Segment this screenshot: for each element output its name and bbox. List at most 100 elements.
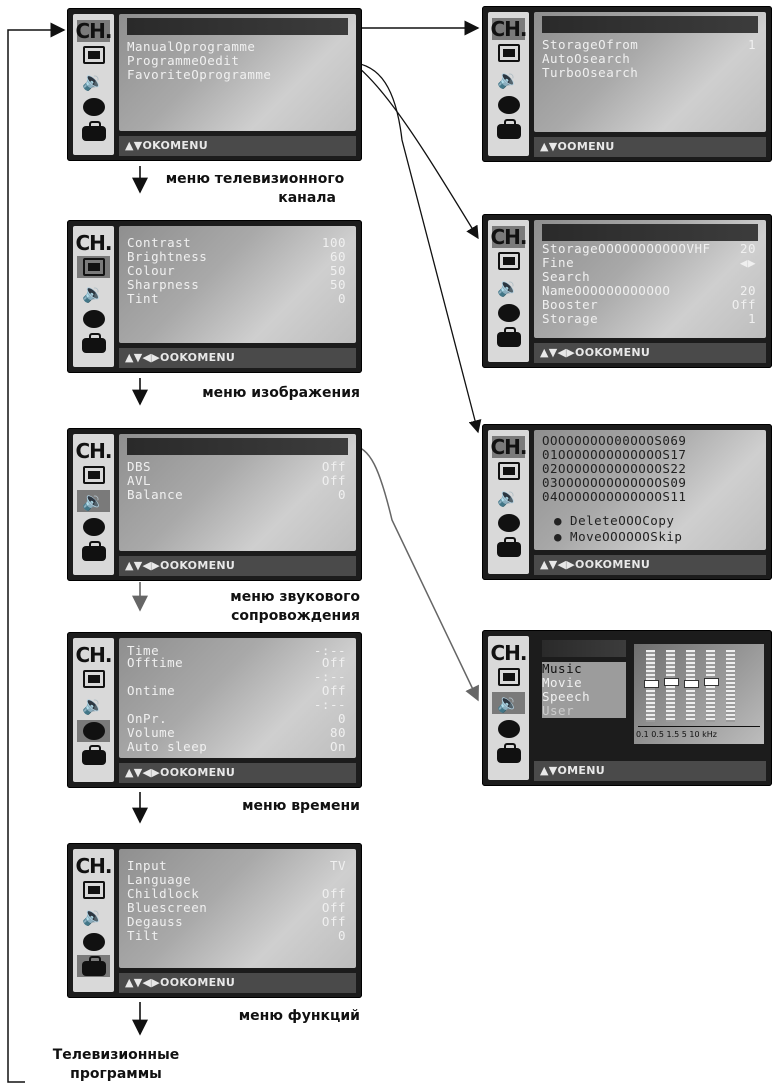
briefcase-icon[interactable] bbox=[492, 536, 525, 558]
menu-item-auto-search[interactable]: AutoOsearch bbox=[542, 51, 631, 66]
tv-icon[interactable] bbox=[77, 44, 110, 66]
menu-item-search[interactable]: Search bbox=[542, 269, 591, 284]
time-icon[interactable] bbox=[492, 512, 525, 534]
eq-slider[interactable] bbox=[684, 680, 699, 688]
briefcase-icon[interactable] bbox=[492, 118, 525, 140]
sound-mode-speech[interactable]: Speech bbox=[542, 690, 626, 704]
tv-icon[interactable] bbox=[77, 464, 110, 486]
speaker-icon[interactable]: 🔉 bbox=[77, 490, 110, 512]
speaker-icon[interactable]: 🔉 bbox=[497, 486, 520, 508]
briefcase-icon[interactable] bbox=[77, 744, 110, 766]
briefcase-icon[interactable] bbox=[77, 540, 110, 562]
time-icon[interactable] bbox=[492, 718, 525, 740]
briefcase-icon[interactable] bbox=[77, 955, 110, 977]
speaker-icon[interactable]: 🔉 bbox=[497, 68, 520, 90]
menu-item-language[interactable]: Language bbox=[127, 872, 192, 887]
option-delete-copy[interactable]: ● DeleteOOOCopy bbox=[554, 513, 675, 528]
menu-sidebar: CH. 🔉 bbox=[488, 12, 529, 156]
ch-icon[interactable]: CH. bbox=[491, 17, 528, 41]
ch-icon[interactable]: CH. bbox=[76, 439, 113, 463]
ch-icon[interactable]: CH. bbox=[76, 854, 113, 878]
sound-mode-movie[interactable]: Movie bbox=[542, 676, 626, 690]
time-icon[interactable] bbox=[77, 720, 110, 742]
tv-icon[interactable] bbox=[77, 256, 110, 278]
programme-row[interactable]: 04OOOOOOOOOOOOOS11 bbox=[542, 489, 687, 504]
speaker-icon[interactable]: 🔉 bbox=[82, 905, 105, 927]
menu-sidebar: CH. 🔉 bbox=[73, 638, 114, 782]
time-icon[interactable] bbox=[77, 931, 110, 953]
time-icon[interactable] bbox=[492, 94, 525, 116]
eq-slider[interactable] bbox=[664, 678, 679, 686]
tv-icon[interactable] bbox=[492, 666, 525, 688]
menu-item-on-programme[interactable]: OnPr.0 bbox=[127, 711, 346, 726]
speaker-icon[interactable]: 🔉 bbox=[82, 694, 105, 716]
ch-icon[interactable]: CH. bbox=[76, 231, 113, 255]
tv-icon[interactable] bbox=[492, 42, 525, 64]
menu-item-programme-edit[interactable]: ProgrammeOedit bbox=[127, 53, 240, 68]
eq-slider[interactable] bbox=[644, 680, 659, 688]
speaker-icon[interactable]: 🔉 bbox=[497, 276, 520, 298]
briefcase-icon[interactable] bbox=[77, 120, 110, 142]
briefcase-icon[interactable] bbox=[492, 326, 525, 348]
time-icon[interactable] bbox=[492, 302, 525, 324]
ch-icon[interactable]: CH. bbox=[491, 641, 528, 665]
time-icon[interactable] bbox=[77, 96, 110, 118]
programme-row[interactable]: 02OOOOOOOOOOOOOS22 bbox=[542, 461, 687, 476]
ch-icon[interactable]: CH. bbox=[76, 19, 113, 43]
briefcase-icon[interactable] bbox=[492, 742, 525, 764]
menu-item-time[interactable]: Time-:-- bbox=[127, 643, 346, 658]
speaker-icon[interactable]: 🔉 bbox=[82, 70, 105, 92]
menu-item-favorite-programme[interactable]: FavoriteOprogramme bbox=[127, 67, 272, 82]
menu-item-fine[interactable]: Fine◀▶ bbox=[542, 255, 756, 270]
menu-item-offtime-value: -:-- bbox=[313, 669, 346, 684]
menu-item-turbo-search[interactable]: TurboOsearch bbox=[542, 65, 639, 80]
ch-icon[interactable]: CH. bbox=[491, 435, 528, 459]
tv-icon[interactable] bbox=[492, 460, 525, 482]
programme-row[interactable]: OOOOOOOOO00OOOS069 bbox=[542, 433, 687, 448]
speaker-icon[interactable]: 🔉 bbox=[82, 282, 105, 304]
caption-channel-menu: меню телевизионного канала bbox=[150, 170, 360, 208]
sound-mode-music[interactable]: Music bbox=[542, 662, 626, 676]
tv-icon[interactable] bbox=[77, 668, 110, 690]
sound-mode-user[interactable]: User bbox=[542, 704, 626, 718]
ch-icon[interactable]: CH. bbox=[76, 643, 113, 667]
tv-icon[interactable] bbox=[492, 250, 525, 272]
tv-icon[interactable] bbox=[77, 879, 110, 901]
briefcase-icon[interactable] bbox=[77, 332, 110, 354]
programme-row[interactable]: 03OOOOOOOOOOOOOS09 bbox=[542, 475, 687, 490]
menu-item-manual-programme[interactable]: ManualOprogramme bbox=[127, 39, 256, 54]
ch-icon[interactable]: CH. bbox=[491, 225, 528, 249]
time-icon[interactable] bbox=[77, 516, 110, 538]
caption-picture-menu: меню изображения bbox=[202, 385, 360, 401]
option-move-skip[interactable]: ● MoveOOOOOOSkip bbox=[554, 529, 683, 544]
time-icon[interactable] bbox=[77, 308, 110, 330]
speaker-icon[interactable]: 🔉 bbox=[492, 692, 525, 714]
eq-slider[interactable] bbox=[704, 678, 719, 686]
programme-row[interactable]: 01OOOOOOOOOOOOOS17 bbox=[542, 447, 687, 462]
eq-band bbox=[706, 650, 715, 722]
